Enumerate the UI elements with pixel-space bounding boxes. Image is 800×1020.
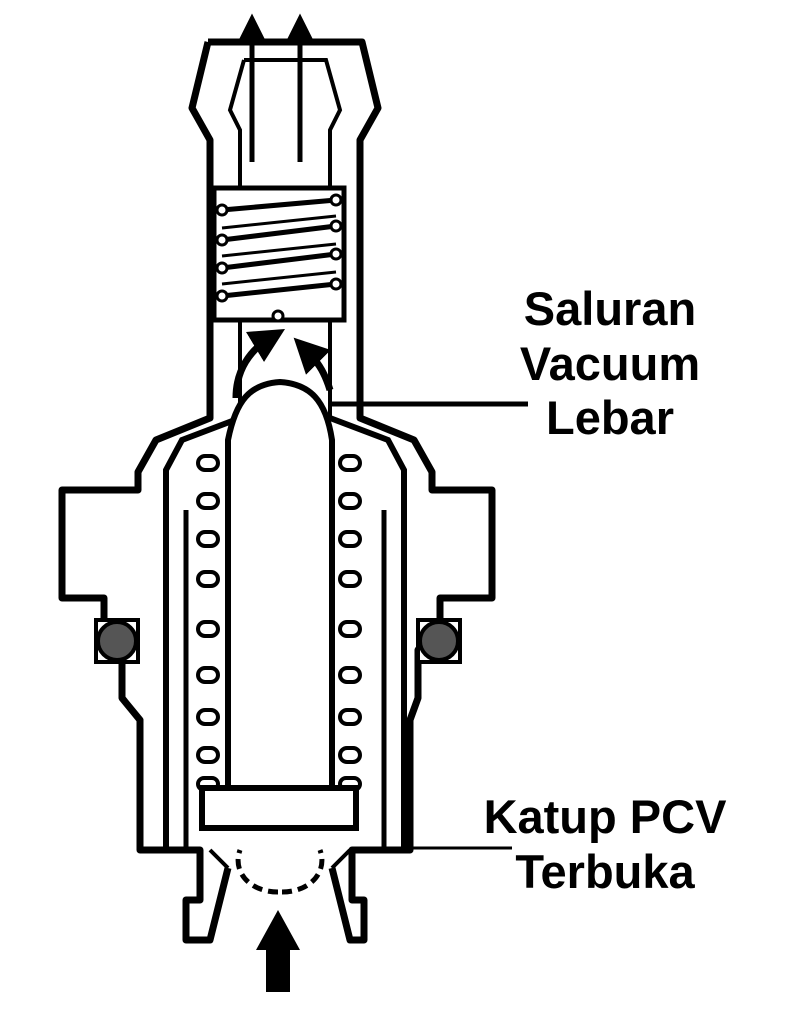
valve-disc [199, 785, 359, 831]
upper-spring-dots [215, 193, 343, 323]
pcv-valve-open-label: Katup PCV Terbuka [478, 790, 732, 899]
wide-vacuum-passage-label-line-2: Vacuum [519, 336, 701, 390]
wide-vacuum-passage-label-line-3: Lebar [546, 391, 674, 445]
upper-spring-coils [221, 197, 337, 299]
lower-inner-wall [163, 540, 407, 850]
pcv-valve-open-label-line-1: Katup PCV [483, 790, 727, 843]
inlet-arrow [256, 910, 300, 992]
inlet-flow-left [235, 849, 279, 895]
pcv-valve-open-label-line-2: Terbuka [515, 844, 695, 898]
plunger [225, 378, 335, 788]
wide-vacuum-passage-label: Saluran Vacuum Lebar [505, 282, 715, 446]
main-spring-left [196, 454, 220, 792]
upper-shoulder [163, 415, 407, 540]
o-ring-left [96, 620, 138, 662]
o-ring-right [418, 620, 460, 662]
wide-vacuum-passage-label-line-1: Saluran [523, 282, 697, 335]
flow-arrow-right [293, 337, 334, 392]
main-spring-right [338, 454, 362, 792]
flow-arrow-left [232, 328, 286, 399]
inlet-channel [208, 848, 352, 870]
inlet-flow-right [281, 849, 325, 895]
spring-chamber-walls [183, 510, 387, 848]
